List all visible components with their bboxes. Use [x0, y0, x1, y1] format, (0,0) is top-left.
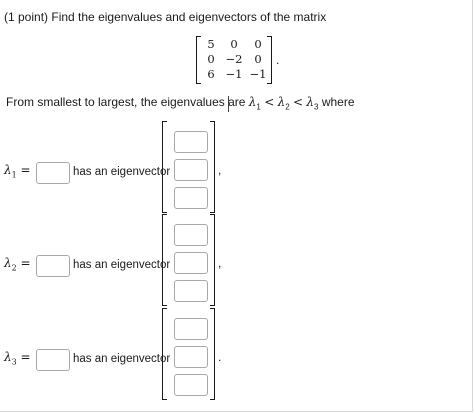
eigenvalue-3-input[interactable]: [36, 349, 70, 371]
subscript: 3: [314, 102, 319, 112]
vector-right-bracket: [210, 121, 215, 213]
lambda-symbol: λ: [277, 95, 286, 109]
vector-left-bracket: [162, 121, 167, 213]
eigenvector-1-entry-2-input[interactable]: [174, 159, 208, 181]
subscript: 3: [11, 357, 17, 367]
row-punctuation: ,: [218, 163, 222, 177]
equals-sign: =: [20, 163, 31, 177]
vector-right-bracket: [210, 308, 215, 400]
lambda-1-label: λ1 =: [4, 163, 31, 179]
eigenvector-2-entry-1-input[interactable]: [174, 224, 208, 246]
matrix-cell: −2: [225, 52, 243, 66]
eigenvector-3-entry-1-input[interactable]: [174, 318, 208, 340]
row-punctuation: .: [218, 350, 222, 364]
lambda-symbol: λ: [4, 256, 12, 270]
less-than: <: [293, 95, 304, 109]
vector-right-bracket: [210, 214, 215, 306]
equals-sign: =: [20, 350, 31, 364]
matrix-period: .: [276, 53, 280, 67]
lambda-symbol: λ: [4, 163, 12, 177]
ordering-sentence: From smallest to largest, the eigenvalue…: [6, 95, 355, 111]
matrix-cell: 0: [230, 37, 238, 51]
eigenvector-2-entry-3-input[interactable]: [174, 280, 208, 302]
eigenvalue-2-input[interactable]: [36, 255, 70, 277]
matrix-right-bracket: [267, 36, 272, 84]
eigenvector-3-entry-2-input[interactable]: [174, 346, 208, 368]
ordering-prefix: From smallest to largest, the eigenvalue…: [6, 95, 246, 109]
has-eigenvector-label: has an eigenvector: [73, 353, 171, 365]
matrix-cell: −1: [249, 67, 267, 81]
subscript: 2: [285, 102, 290, 112]
matrix-cell: 5: [207, 37, 215, 51]
eigenvalue-1-input[interactable]: [36, 162, 70, 184]
lambda-3-label: λ3 =: [4, 350, 31, 366]
lambda-symbol: λ: [248, 95, 257, 109]
statement-text: Find the eigenvalues and eigenvectors of…: [51, 10, 327, 24]
text-cursor: [228, 96, 229, 112]
matrix-cell: 0: [207, 52, 215, 66]
matrix-cell: 0: [254, 52, 262, 66]
subscript: 2: [11, 263, 17, 273]
problem-statement: (1 point) Find the eigenvalues and eigen…: [4, 10, 326, 24]
vector-left-bracket: [162, 214, 167, 306]
ordering-suffix: where: [321, 95, 355, 109]
matrix-cell: −1: [225, 67, 243, 81]
vector-left-bracket: [162, 308, 167, 400]
matrix-left-bracket: [196, 36, 201, 84]
less-than: <: [264, 95, 275, 109]
eigenvector-3-entry-3-input[interactable]: [174, 374, 208, 396]
equals-sign: =: [20, 256, 31, 270]
eigenvector-1-entry-3-input[interactable]: [174, 187, 208, 209]
has-eigenvector-label: has an eigenvector: [73, 166, 171, 178]
points-label: (1 point): [4, 10, 49, 24]
eigenvector-2-entry-2-input[interactable]: [174, 252, 208, 274]
lambda-symbol: λ: [306, 95, 315, 109]
matrix-cell: 0: [254, 37, 262, 51]
has-eigenvector-label: has an eigenvector: [73, 259, 171, 271]
lambda-symbol: λ: [4, 350, 12, 364]
row-punctuation: ,: [218, 256, 222, 270]
matrix-cell: 6: [207, 67, 215, 81]
lambda-2-label: λ2 =: [4, 256, 31, 272]
subscript: 1: [11, 170, 17, 180]
eigenvector-1-entry-1-input[interactable]: [174, 131, 208, 153]
subscript: 1: [256, 102, 261, 112]
matrix: 5 0 0 0 −2 0 6 −1 −1: [196, 36, 272, 84]
